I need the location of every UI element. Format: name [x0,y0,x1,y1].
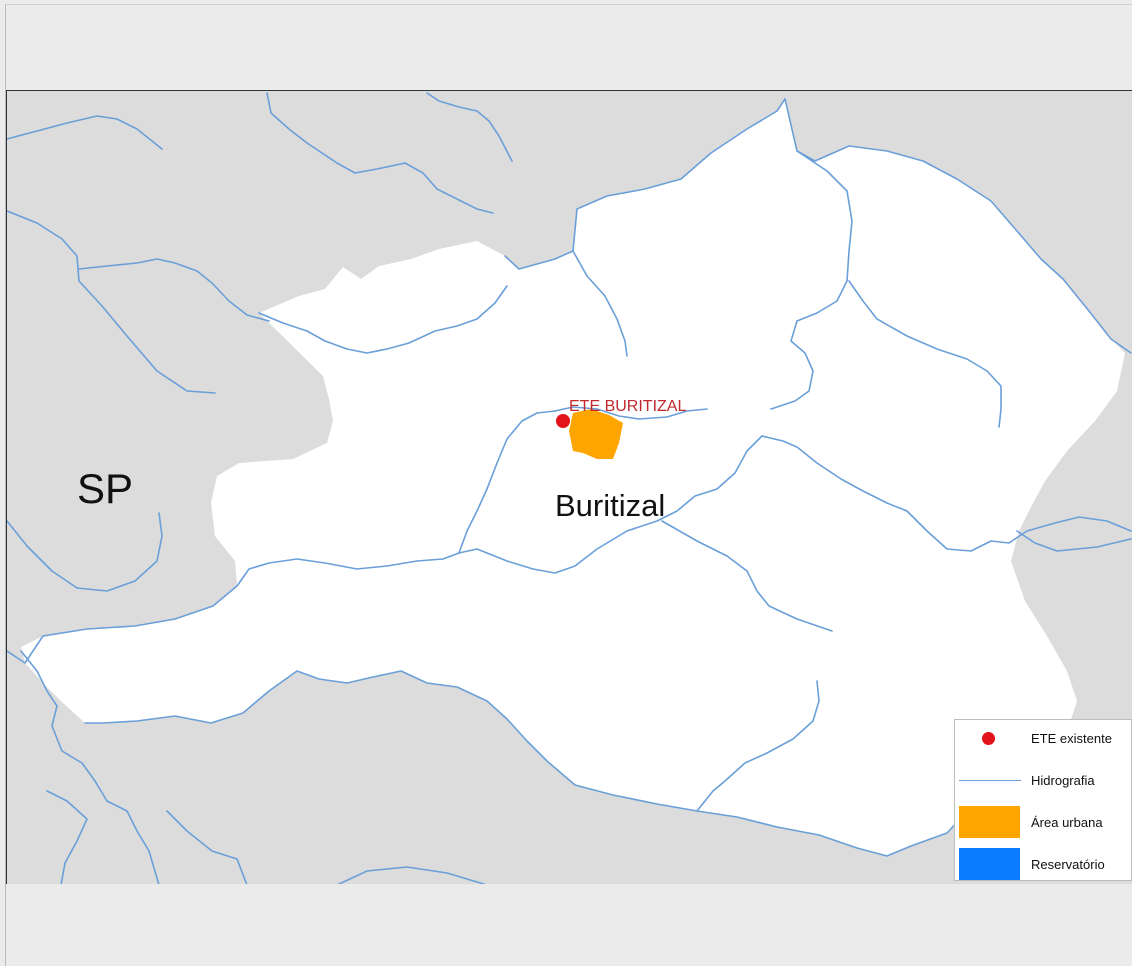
hydrography-lines [7,92,1132,884]
river [258,285,508,354]
legend-item-reservoir: Reservatório [955,848,1132,880]
legend-label: ETE existente [1031,731,1112,746]
river [572,98,786,252]
orange-fill-icon [959,806,1020,838]
legend-label: Reservatório [1031,857,1105,872]
river [661,520,833,632]
river [426,92,513,162]
river [458,435,763,574]
legend-item-hydrography: Hidrografia [955,764,1132,796]
river [7,115,163,150]
map-legend: ETE existente Hidrografia Área urbana Re… [954,719,1132,881]
river [784,98,1132,354]
river [770,150,853,410]
river [696,680,820,812]
blue-fill-icon [959,848,1020,880]
legend-label: Hidrografia [1031,773,1095,788]
viewer-frame [5,4,1132,966]
river [572,250,628,357]
river [46,790,88,884]
ete-point-label: ETE BURITIZAL [569,398,686,415]
river [504,250,574,270]
legend-item-urban-area: Área urbana [955,806,1132,838]
river [7,552,460,664]
urban-area [569,409,623,459]
ete-point[interactable] [556,414,570,428]
river [266,92,494,214]
river [7,512,163,592]
river [554,406,708,420]
river [78,258,270,322]
state-label: SP [77,465,133,512]
map-canvas: ETE BURITIZAL Buritizal SP [7,91,1132,884]
red-dot-icon [982,732,995,745]
line-icon [959,780,1021,781]
legend-item-ete: ETE existente [955,722,1132,754]
legend-label: Área urbana [1031,815,1103,830]
municipality-label: Buritizal [555,488,665,523]
river [458,410,556,554]
river [337,866,487,884]
river [166,810,248,884]
river [20,650,160,884]
river [1016,530,1132,552]
river [7,210,216,394]
river [84,670,976,857]
river [848,280,1002,428]
municipality-polygon [21,99,1125,856]
river [761,435,1132,552]
map-panel[interactable]: ETE BURITIZAL Buritizal SP [6,90,1132,884]
